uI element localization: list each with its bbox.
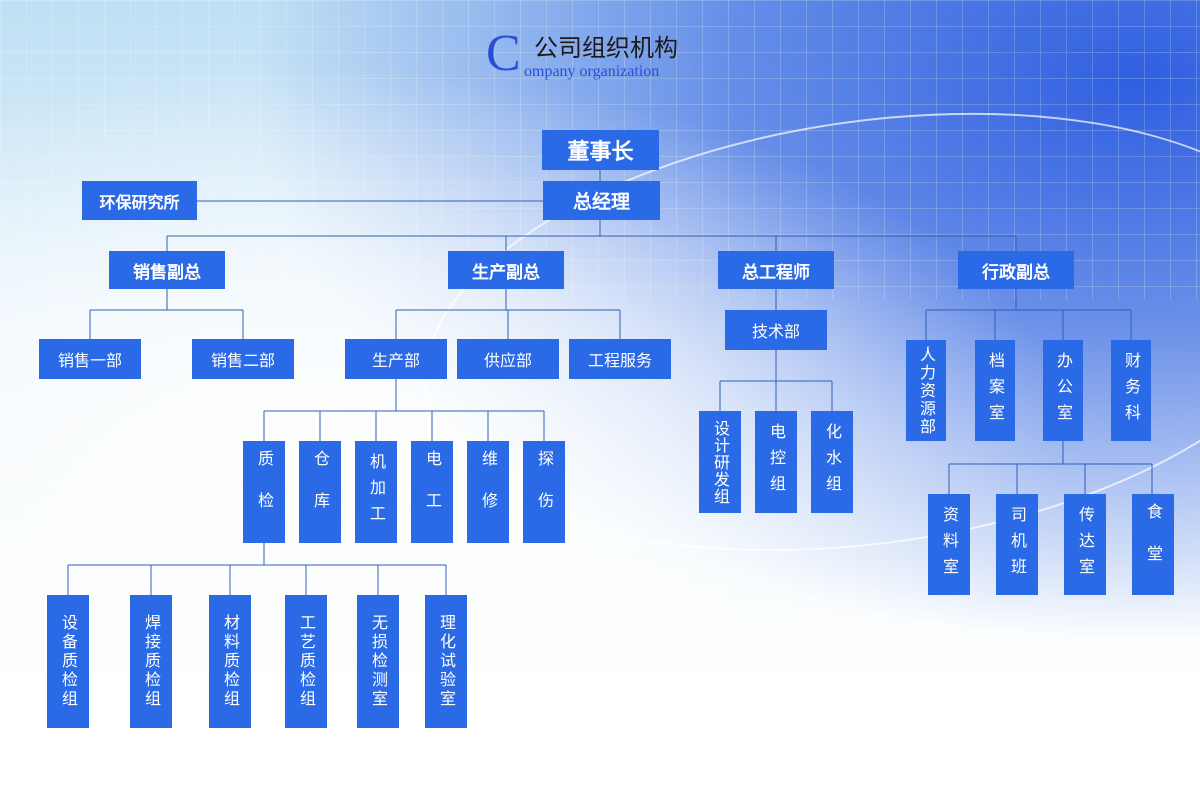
office-box: 办公室 bbox=[1043, 340, 1083, 441]
chief-engineer-box: 总工程师 bbox=[718, 251, 834, 289]
title-chinese: 公司组织机构 bbox=[534, 34, 678, 62]
technology-dept-box: 技术部 bbox=[725, 310, 827, 350]
data-room-box: 资料室 bbox=[928, 494, 970, 595]
canteen-box: 食堂 bbox=[1132, 494, 1174, 595]
design-rd-group-box: 设计研发组 bbox=[699, 411, 741, 513]
maintenance-box: 维修 bbox=[467, 441, 509, 543]
vp-admin-box: 行政副总 bbox=[958, 251, 1074, 289]
chemical-water-group-box: 化水组 bbox=[811, 411, 853, 513]
title-english: ompany organization bbox=[524, 63, 660, 80]
engineering-service-box: 工程服务 bbox=[569, 339, 671, 379]
production-dept-box: 生产部 bbox=[345, 339, 447, 379]
reception-room-box: 传达室 bbox=[1064, 494, 1106, 595]
quality-inspection-box: 质检 bbox=[243, 441, 285, 543]
warehouse-box: 仓库 bbox=[299, 441, 341, 543]
machining-box: 机加工 bbox=[355, 441, 397, 543]
welding-qc-group-box: 焊接质检组 bbox=[130, 595, 172, 728]
electric-control-group-box: 电控组 bbox=[755, 411, 797, 513]
electrician-box: 电工 bbox=[411, 441, 453, 543]
archive-room-box: 档案室 bbox=[975, 340, 1015, 441]
page-title: C 公司组织机构 ompany organization bbox=[486, 28, 736, 86]
general-manager-box: 总经理 bbox=[543, 181, 660, 220]
ndt-room-box: 无损检测室 bbox=[357, 595, 399, 728]
title-initial: C bbox=[486, 25, 521, 82]
driver-team-box: 司机班 bbox=[996, 494, 1038, 595]
process-qc-group-box: 工艺质检组 bbox=[285, 595, 327, 728]
supply-dept-box: 供应部 bbox=[457, 339, 559, 379]
vp-sales-box: 销售副总 bbox=[109, 251, 225, 289]
hr-dept-box: 人力资源部 bbox=[906, 340, 946, 441]
finance-section-box: 财务科 bbox=[1111, 340, 1151, 441]
sales-dept-2-box: 销售二部 bbox=[192, 339, 294, 379]
equipment-qc-group-box: 设备质检组 bbox=[47, 595, 89, 728]
vp-production-box: 生产副总 bbox=[448, 251, 564, 289]
environmental-institute-box: 环保研究所 bbox=[82, 181, 197, 220]
material-qc-group-box: 材料质检组 bbox=[209, 595, 251, 728]
flaw-detection-box: 探伤 bbox=[523, 441, 565, 543]
sales-dept-1-box: 销售一部 bbox=[39, 339, 141, 379]
physical-chemical-lab-box: 理化试验室 bbox=[425, 595, 467, 728]
chairman-box: 董事长 bbox=[542, 130, 659, 170]
